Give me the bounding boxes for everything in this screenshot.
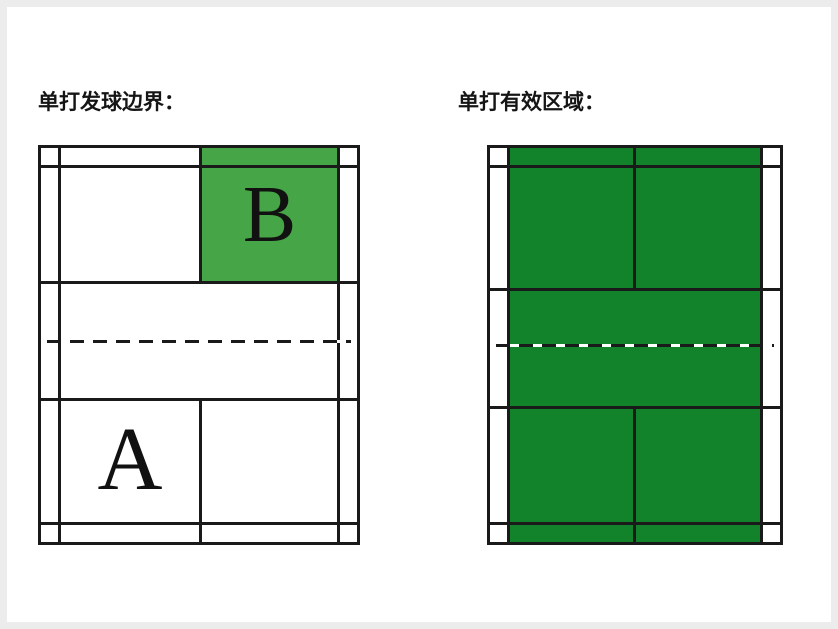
right-court-net-dashed-line [496, 344, 774, 347]
serve-zone-b: B [202, 148, 337, 281]
left-court-singles-sideline-right [337, 148, 340, 542]
right-court [487, 145, 783, 545]
zone-b-label: B [242, 170, 297, 259]
left-court-net-dashed-line [47, 340, 351, 343]
left-court-singles-sideline-left [58, 148, 61, 542]
right-court-center-line-bottom [633, 406, 636, 542]
right-court-center-line-top [633, 148, 636, 291]
left-court-center-line-bottom [199, 398, 202, 542]
left-court: B A [38, 145, 360, 545]
left-court-center-line-top [199, 148, 202, 284]
right-diagram-title: 单打有效区域： [458, 91, 605, 114]
zone-a-label: A [97, 410, 163, 509]
left-diagram-title: 单打发球边界： [38, 91, 185, 114]
serve-zone-a: A [61, 398, 199, 522]
